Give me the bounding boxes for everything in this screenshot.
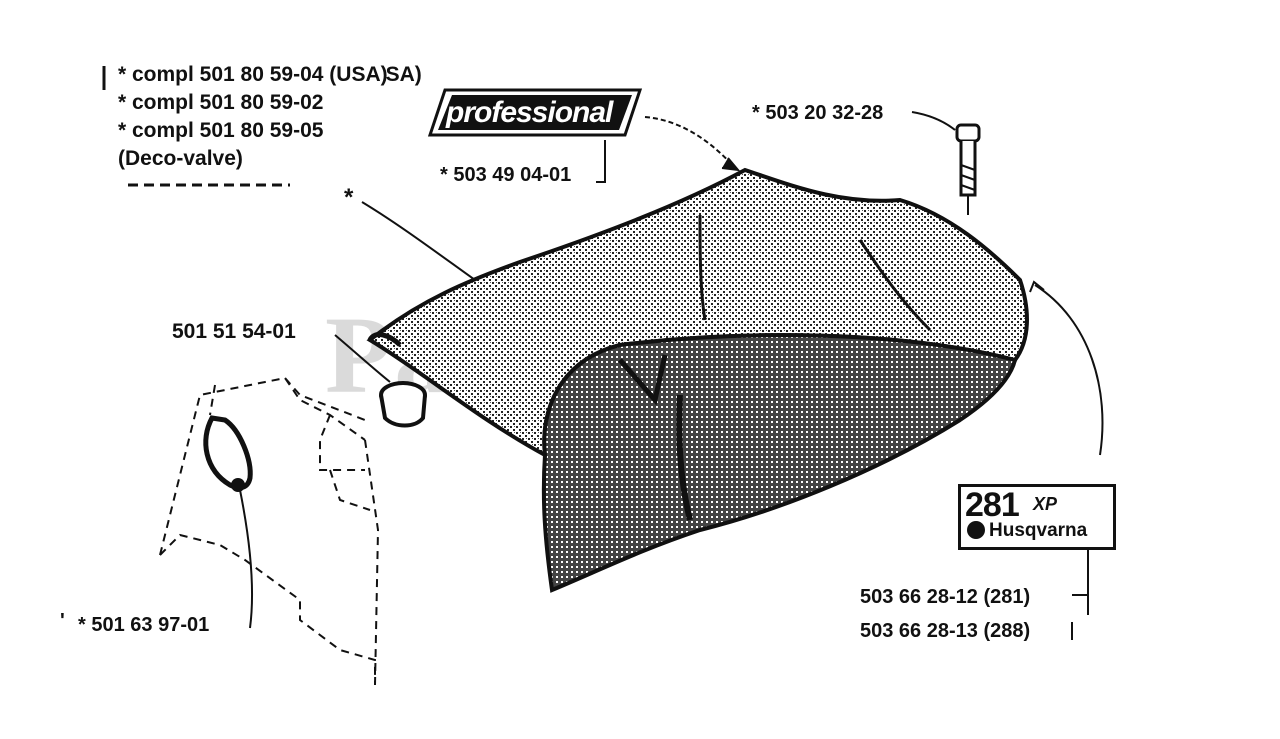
callout-line-1-suffix: SA) bbox=[385, 63, 422, 86]
badge-part-number-288: 503 66 28-13 (288) bbox=[860, 620, 1031, 642]
callout-compl-02: * compl 501 80 59-02 bbox=[118, 91, 324, 114]
badge-brand-name: Husqvarna bbox=[989, 520, 1088, 541]
valve-part-number: * 501 63 97-01 bbox=[78, 614, 210, 636]
leader-valve bbox=[239, 489, 253, 629]
badge-model-number: 281 bbox=[965, 486, 1020, 524]
husqvarna-logo-icon bbox=[967, 521, 985, 539]
callout-line-1: * compl 501 80 59-04 (USA) bbox=[118, 63, 388, 86]
badge-model-suffix: XP bbox=[1033, 494, 1058, 514]
model-badge: 281 XP Husqvarna bbox=[958, 484, 1116, 550]
callout-deco-valve: (Deco-valve) bbox=[118, 147, 243, 170]
leader-screw bbox=[911, 111, 956, 131]
callout-compl-usa: * compl 501 80 59-04 (USA)SA) bbox=[118, 61, 422, 88]
badge-part-number-281: 503 66 28-12 (281) bbox=[860, 586, 1031, 608]
rubber-plug bbox=[379, 381, 427, 428]
leader-asterisk bbox=[361, 201, 476, 281]
leader-plug bbox=[334, 334, 391, 383]
asterisk-marker: * bbox=[344, 184, 354, 211]
decompression-valve bbox=[203, 415, 253, 492]
leader-decal bbox=[644, 116, 736, 169]
decal-part-number: * 503 49 04-01 bbox=[440, 164, 572, 186]
screw bbox=[955, 123, 981, 215]
screw-part-number: * 503 20 32-28 bbox=[752, 102, 884, 124]
callout-compl-05: * compl 501 80 59-05 bbox=[118, 119, 324, 142]
cylinder-cover bbox=[366, 167, 1029, 593]
decal-professional-text: professional bbox=[446, 96, 613, 129]
valve-tick: ' bbox=[60, 610, 65, 632]
decal-plate-inner bbox=[438, 95, 632, 130]
plug-part-number: 501 51 54-01 bbox=[172, 320, 296, 343]
phantom-cylinder bbox=[159, 376, 380, 686]
leader-badge bbox=[1034, 284, 1104, 456]
